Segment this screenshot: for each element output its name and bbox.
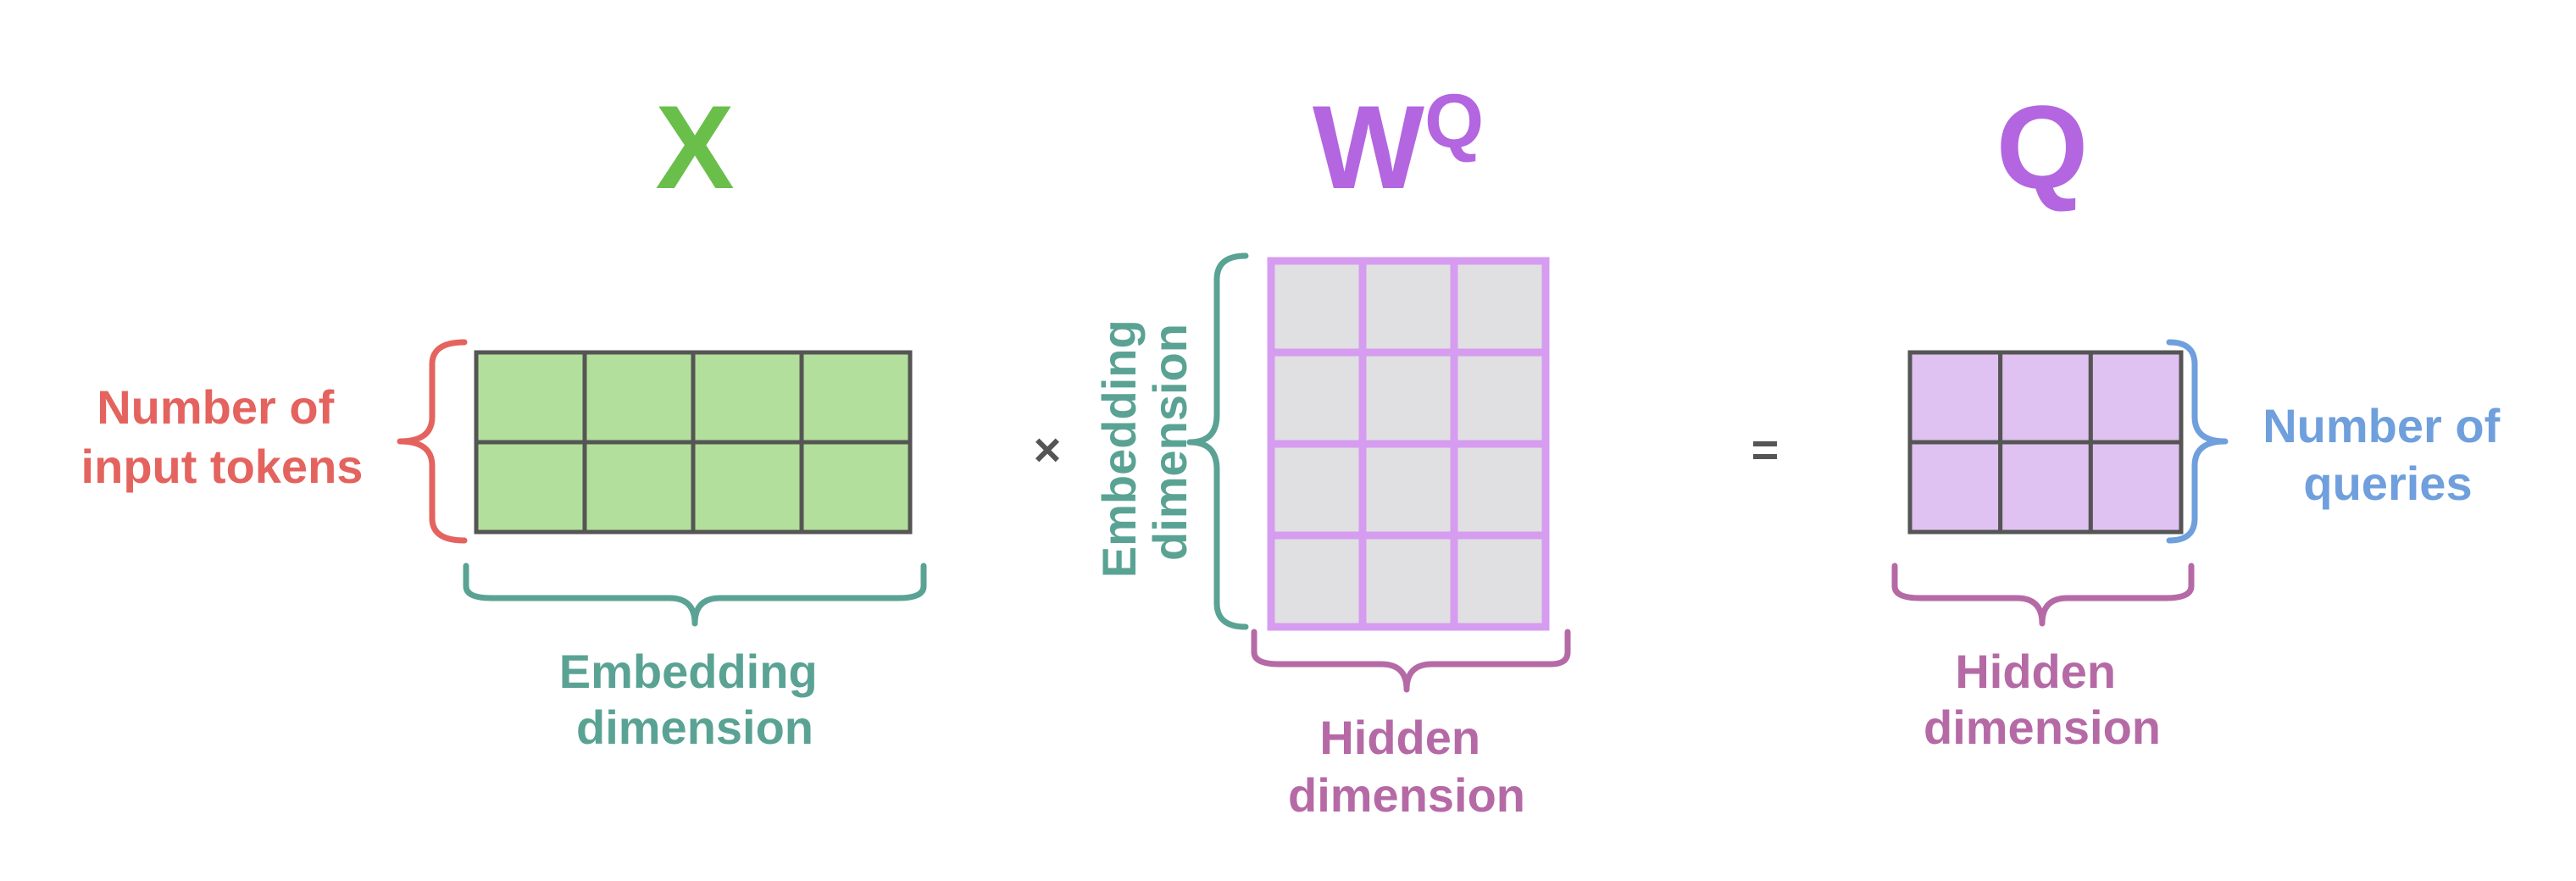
x-cols-brace <box>463 562 927 627</box>
wq-cols-brace <box>1251 629 1571 693</box>
x-matrix-cell-r1-c4 <box>799 350 913 445</box>
wq-matrix-cell-r2-c2 <box>1358 348 1458 448</box>
wq-matrix-cell-r1-c3 <box>1450 257 1550 357</box>
x-matrix-cell-r2-c2 <box>582 440 696 535</box>
x-matrix-cell-r2-c3 <box>691 440 804 535</box>
q-matrix-cell-r1-c1 <box>1907 350 2003 445</box>
wq-title-base: W <box>1313 80 1424 213</box>
wq-matrix-cell-r4-c3 <box>1450 531 1550 631</box>
wq-matrix-title: WQ <box>1313 80 1484 213</box>
wq-matrix-cell-r3-c3 <box>1450 440 1550 540</box>
q-matrix-cell-r1-c3 <box>2088 350 2184 445</box>
x-matrix-title: X <box>655 80 734 213</box>
x-matrix-cell-r1-c1 <box>474 350 587 445</box>
q-matrix-cell-r2-c3 <box>2088 440 2184 535</box>
wq-rows-label: Embedding dimension <box>1092 307 1196 578</box>
q-matrix-cell-r2-c1 <box>1907 440 2003 535</box>
q-rows-label: Number of queries <box>2262 399 2513 510</box>
q-cols-label: Hidden dimension <box>1924 645 2161 754</box>
q-matrix-grid <box>1907 350 2184 535</box>
x-cols-label: Embedding dimension <box>559 645 830 754</box>
equals-operator: = <box>1752 423 1779 476</box>
q-cols-brace <box>1891 562 2195 627</box>
x-matrix-cell-r2-c1 <box>474 440 587 535</box>
wq-matrix-cell-r1-c1 <box>1267 257 1367 357</box>
x-matrix-cell-r1-c3 <box>691 350 804 445</box>
q-matrix-cell-r2-c2 <box>1998 440 2093 535</box>
times-operator: × <box>1034 423 1062 476</box>
x-matrix-grid <box>474 350 913 535</box>
wq-title-superscript: Q <box>1424 80 1484 164</box>
wq-rows-brace <box>1186 252 1249 630</box>
q-matrix-title: Q <box>1996 80 2089 213</box>
x-rows-label: Number of input tokens <box>81 380 364 493</box>
wq-matrix-cell-r2-c3 <box>1450 348 1550 448</box>
wq-matrix-cell-r3-c2 <box>1358 440 1458 540</box>
x-matrix-cell-r1-c2 <box>582 350 696 445</box>
wq-matrix-grid <box>1267 257 1550 631</box>
wq-matrix-cell-r1-c2 <box>1358 257 1458 357</box>
x-rows-brace <box>397 339 468 544</box>
q-matrix-cell-r1-c2 <box>1998 350 2093 445</box>
wq-cols-label: Hidden dimension <box>1288 711 1525 822</box>
wq-matrix-cell-r3-c1 <box>1267 440 1367 540</box>
wq-matrix-cell-r2-c1 <box>1267 348 1367 448</box>
x-matrix-cell-r2-c4 <box>799 440 913 535</box>
wq-matrix-cell-r4-c1 <box>1267 531 1367 631</box>
wq-matrix-cell-r4-c2 <box>1358 531 1458 631</box>
q-rows-brace <box>2166 339 2229 544</box>
